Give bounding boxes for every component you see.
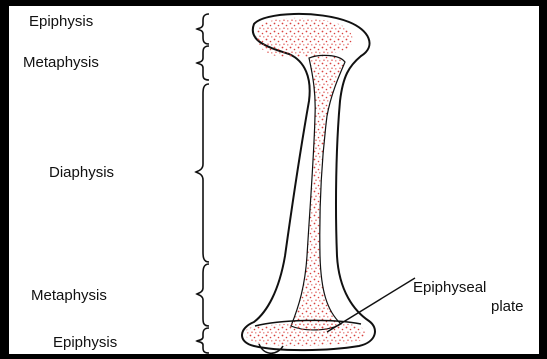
label-epiphyseal-plate-line1: Epiphyseal xyxy=(413,279,486,296)
lower-epiphysis-spongy-bone xyxy=(245,323,366,346)
label-epiphysis-bottom: Epiphysis xyxy=(53,334,117,351)
brace-epiphysis-top xyxy=(197,14,209,44)
brace-epiphysis-bottom xyxy=(197,328,209,353)
brace-metaphysis-bottom xyxy=(197,264,209,326)
label-diaphysis: Diaphysis xyxy=(49,164,114,181)
brace-diaphysis xyxy=(196,84,209,262)
long-bone-diagram: Epiphysis Metaphysis Diaphysis Metaphysi… xyxy=(9,6,539,354)
label-epiphyseal-plate-line2: plate xyxy=(491,298,524,315)
label-metaphysis-top: Metaphysis xyxy=(23,54,99,71)
brace-metaphysis-top xyxy=(197,46,209,80)
label-metaphysis-bottom: Metaphysis xyxy=(31,287,107,304)
label-epiphysis-top: Epiphysis xyxy=(29,13,93,30)
diagram-panel: Epiphysis Metaphysis Diaphysis Metaphysi… xyxy=(9,6,539,354)
